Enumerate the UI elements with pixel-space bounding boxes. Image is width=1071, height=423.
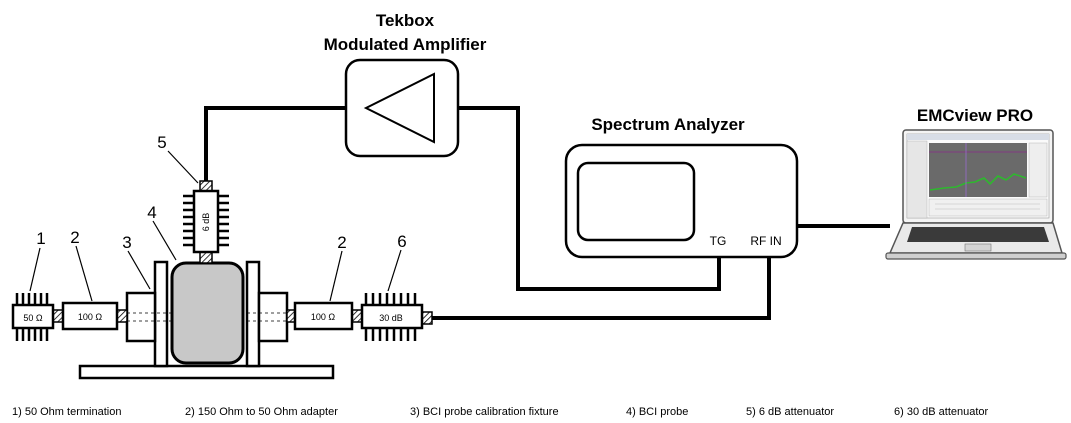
adapter-right-label: 100 Ω <box>311 312 336 322</box>
adapter-left: 100 Ω <box>61 301 119 331</box>
adapter-right: 100 Ω <box>293 301 354 331</box>
callout-numbers: 1 2 3 4 5 2 6 <box>36 133 406 252</box>
amplifier-title-line1: Tekbox <box>376 11 435 30</box>
callout-6: 6 <box>397 232 406 251</box>
spectrum-analyzer: TG RF IN <box>564 143 799 259</box>
cable-30db-to-rfin <box>432 258 771 320</box>
callout-5: 5 <box>157 133 166 152</box>
legend-item: 5) 6 dB attenuator <box>746 406 834 418</box>
legend-item: 1) 50 Ohm termination <box>12 406 121 418</box>
fixture-right-connector <box>257 291 289 343</box>
laptop-touchpad <box>964 243 992 252</box>
cables <box>204 106 890 320</box>
laptop-keyboard <box>907 227 1049 242</box>
callout-1: 1 <box>36 229 45 248</box>
adapter-left-label: 100 Ω <box>78 312 103 322</box>
callout-2-left: 2 <box>70 228 79 247</box>
laptop <box>885 129 1067 260</box>
legend: 1) 50 Ohm termination 2) 150 Ohm to 50 O… <box>12 406 989 418</box>
cable-tg-to-amp <box>458 106 721 291</box>
fixture-left-connector <box>125 291 157 343</box>
tekbox-amplifier <box>344 58 460 158</box>
emcview-plot <box>929 143 1027 197</box>
attenuator-6db-label: 6 dB <box>201 213 211 232</box>
callout-2-right: 2 <box>337 233 346 252</box>
callout-leaders <box>29 150 402 302</box>
tg-port-label: TG <box>710 234 727 248</box>
spectrum-analyzer-title: Spectrum Analyzer <box>591 115 745 134</box>
fixture-left-plate <box>153 260 169 368</box>
emcview-title: EMCview PRO <box>917 106 1033 125</box>
amplifier-title-line2: Modulated Amplifier <box>324 35 487 54</box>
bci-probe <box>170 261 245 365</box>
legend-item: 6) 30 dB attenuator <box>894 406 989 418</box>
analyzer-screen <box>576 161 696 242</box>
emcview-trace <box>929 173 1027 191</box>
callout-3: 3 <box>122 233 131 252</box>
attenuator-30db: 30 dB <box>360 293 424 341</box>
termination-50-ohm: 50 Ω <box>11 293 55 341</box>
legend-item: 3) BCI probe calibration fixture <box>410 406 559 418</box>
attenuator-6db: 6 dB <box>183 189 229 254</box>
callout-4: 4 <box>147 203 156 222</box>
termination-label: 50 Ω <box>23 313 43 323</box>
cable-amp-to-6db <box>204 106 346 181</box>
fixture-right-plate <box>245 260 261 368</box>
legend-item: 4) BCI probe <box>626 406 688 418</box>
rf-in-port-label: RF IN <box>750 234 781 248</box>
attenuator-30db-label: 30 dB <box>379 313 403 323</box>
legend-item: 2) 150 Ohm to 50 Ohm adapter <box>185 406 338 418</box>
fixture-base-plate <box>78 364 335 380</box>
amplifier-triangle-icon <box>363 72 435 144</box>
